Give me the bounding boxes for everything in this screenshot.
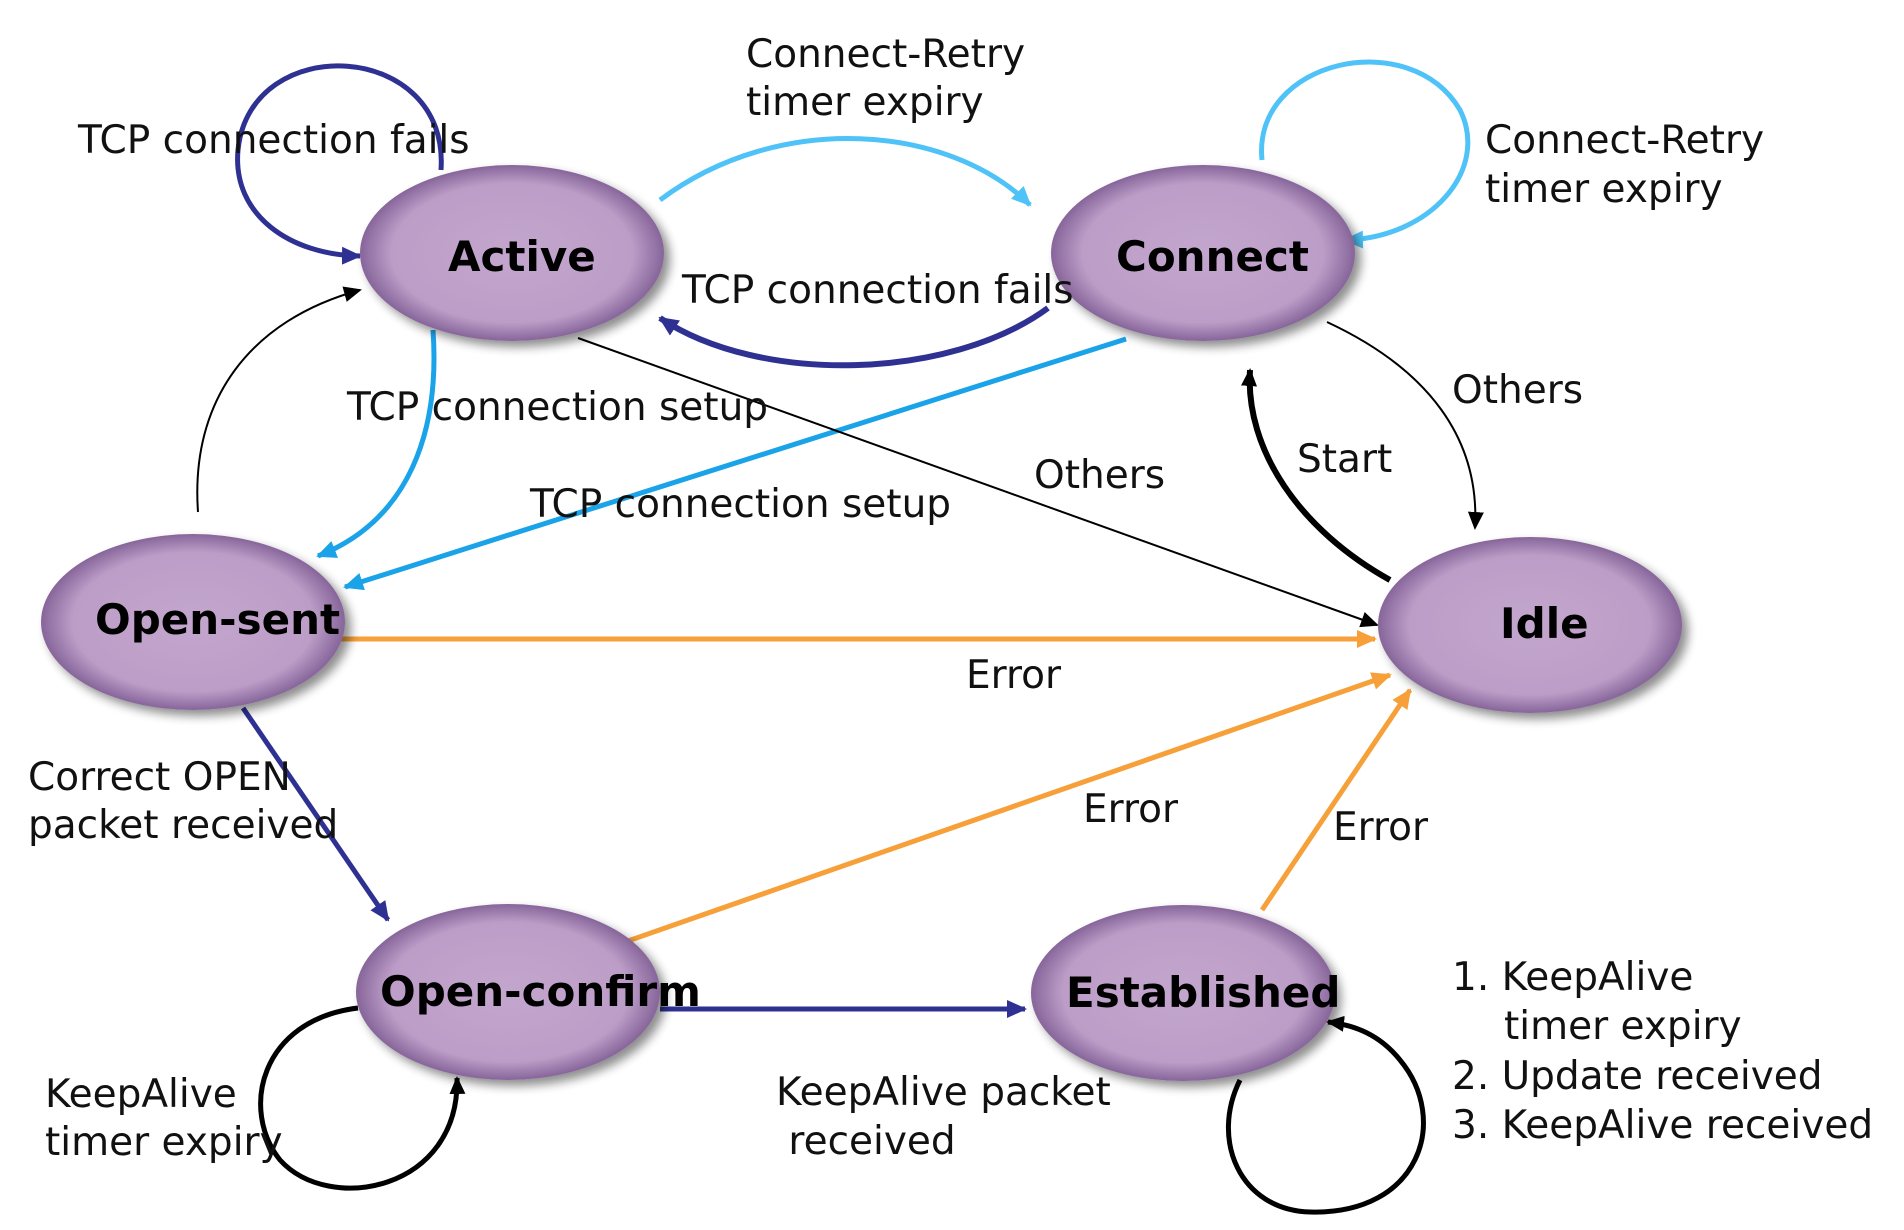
label-openconfirm-self-2: timer expiry <box>45 1120 283 1165</box>
label-established-self-3: 2. Update received <box>1452 1054 1823 1099</box>
label-connect-self-1: Connect-Retry <box>1485 118 1764 163</box>
state-open-sent-label: Open-sent <box>95 595 340 644</box>
state-open-sent <box>41 534 345 710</box>
label-connect-to-opensent: TCP connection setup <box>529 482 951 527</box>
edge-idle-to-connect <box>1241 368 1392 583</box>
edge-openconfirm-self <box>258 1005 466 1191</box>
edge-established-self <box>1225 1015 1426 1215</box>
state-open-confirm <box>356 904 660 1080</box>
state-active-label: Active <box>448 232 596 281</box>
label-openconfirm-to-established-2: received <box>776 1119 956 1164</box>
edge-openconfirm-to-idle <box>624 672 1392 945</box>
label-established-to-idle: Error <box>1333 805 1429 850</box>
label-established-self-4: 3. KeepAlive received <box>1452 1103 1873 1148</box>
edge-connect-to-idle <box>1326 321 1484 530</box>
label-active-to-connect-1: Connect-Retry <box>746 32 1025 77</box>
label-idle-to-connect: Start <box>1297 437 1392 482</box>
label-active-to-connect-2: timer expiry <box>746 80 984 125</box>
label-connect-to-active: TCP connection fails <box>681 268 1074 313</box>
edge-active-to-idle <box>577 337 1379 628</box>
label-openconfirm-to-idle: Error <box>1083 787 1179 832</box>
edge-opensent-to-openconfirm <box>240 706 391 922</box>
label-active-to-opensent: TCP connection setup <box>346 385 768 430</box>
label-established-self-1: 1. KeepAlive <box>1452 955 1693 1000</box>
state-established <box>1031 905 1335 1081</box>
label-openconfirm-self-1: KeepAlive <box>45 1072 237 1117</box>
label-connect-to-idle: Others <box>1452 368 1583 413</box>
label-openconfirm-to-established-1: KeepAlive packet <box>776 1070 1111 1115</box>
state-idle-label: Idle <box>1500 599 1589 648</box>
state-active <box>360 165 664 341</box>
label-connect-self-2: timer expiry <box>1485 167 1723 212</box>
label-opensent-to-openconfirm-1: Correct OPEN <box>28 755 291 800</box>
label-established-self-2: timer expiry <box>1504 1004 1742 1049</box>
label-active-self: TCP connection fails <box>77 118 470 163</box>
edge-established-to-idle <box>1259 688 1413 912</box>
label-opensent-to-openconfirm-2: packet received <box>28 803 338 848</box>
edge-opensent-to-active <box>196 286 362 513</box>
state-connect <box>1051 165 1355 341</box>
edge-connect-to-active <box>658 305 1050 369</box>
edge-connect-self <box>1259 59 1471 249</box>
state-established-label: Established <box>1066 968 1340 1017</box>
label-opensent-to-idle: Error <box>966 653 1062 698</box>
edge-active-to-opensent <box>316 329 437 559</box>
label-active-to-idle: Others <box>1034 453 1165 498</box>
edge-active-to-connect <box>658 136 1032 207</box>
edge-connect-to-opensent <box>343 336 1127 591</box>
edge-active-self <box>235 63 444 265</box>
state-idle <box>1378 537 1682 713</box>
state-open-confirm-label: Open-confirm <box>380 967 701 1016</box>
state-connect-label: Connect <box>1116 232 1309 281</box>
